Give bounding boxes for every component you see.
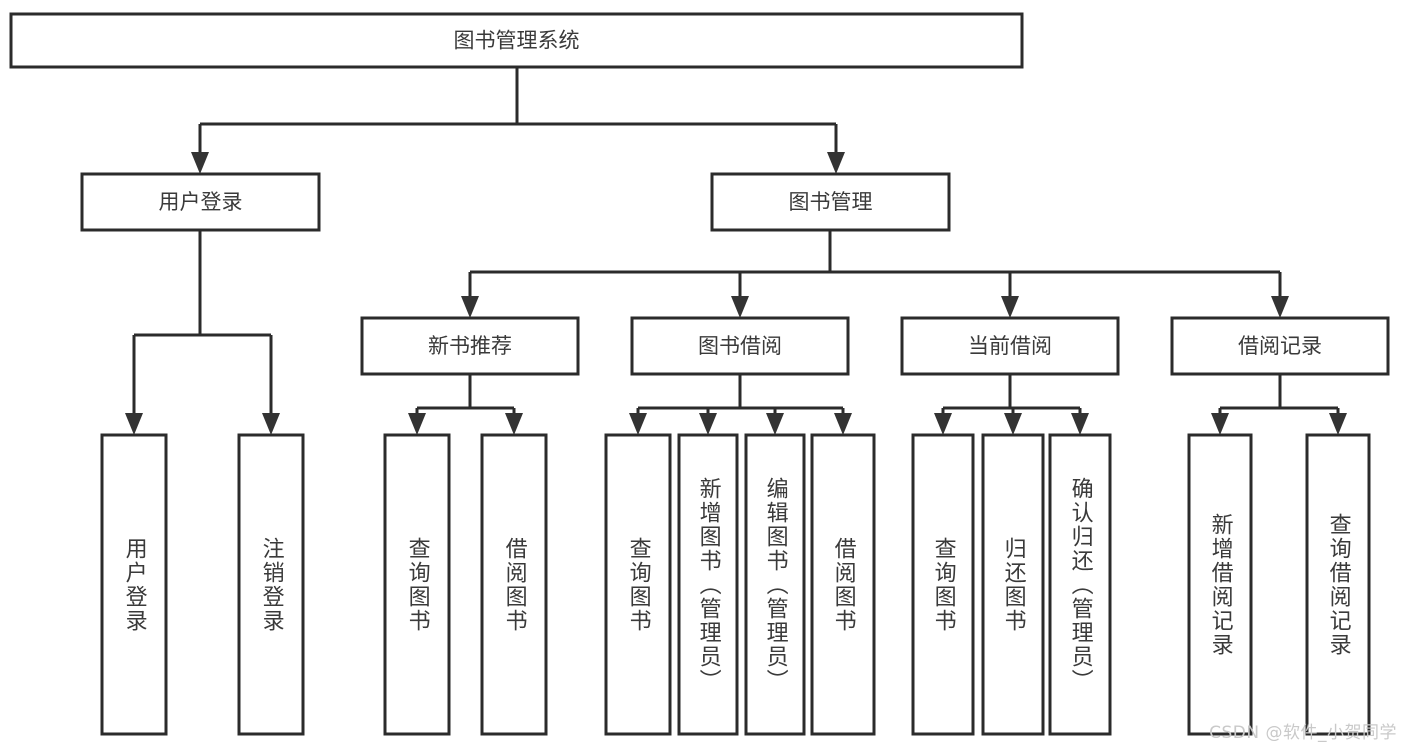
connector-line bbox=[636, 374, 843, 421]
level3-node-3-label: 借阅记录 bbox=[1238, 334, 1322, 358]
leaf-node-10-box[interactable] bbox=[1048, 433, 1112, 736]
arrow-head-icon bbox=[629, 413, 647, 435]
leaf-node-1-box[interactable] bbox=[237, 433, 305, 736]
arrow-head-icon bbox=[934, 413, 952, 435]
arrow-head-icon bbox=[1329, 413, 1347, 435]
level3-node-1-box[interactable] bbox=[630, 316, 850, 376]
level2-node-1-box[interactable] bbox=[710, 172, 951, 232]
level2-node-1-label: 图书管理 bbox=[789, 190, 873, 214]
level2-node-0-box[interactable] bbox=[80, 172, 321, 232]
arrow-head-icon bbox=[262, 413, 280, 435]
arrow-head-icon bbox=[125, 413, 143, 435]
root-node-label: 图书管理系统 bbox=[454, 29, 580, 53]
arrow-head-icon bbox=[408, 413, 426, 435]
arrow-head-icon bbox=[731, 296, 749, 318]
level3-node-2-label: 当前借阅 bbox=[968, 334, 1052, 358]
level3-node-0-label: 新书推荐 bbox=[428, 334, 512, 358]
arrow-head-icon bbox=[699, 413, 717, 435]
leaf-node-3-box[interactable] bbox=[480, 433, 548, 736]
level3-node-3-box[interactable] bbox=[1170, 316, 1390, 376]
arrow-head-icon bbox=[1004, 413, 1022, 435]
arrow-head-icon bbox=[766, 413, 784, 435]
connector-line bbox=[198, 67, 836, 160]
connector-line bbox=[415, 374, 514, 421]
leaf-node-7-box[interactable] bbox=[810, 433, 876, 736]
root-node-box[interactable] bbox=[9, 12, 1024, 69]
arrow-head-icon bbox=[1211, 413, 1229, 435]
leaf-node-9-box[interactable] bbox=[981, 433, 1045, 736]
level2-node-0-label: 用户登录 bbox=[159, 190, 243, 214]
leaf-node-6-box[interactable] bbox=[744, 433, 806, 736]
connector-line bbox=[468, 230, 1280, 304]
leaf-node-5-box[interactable] bbox=[677, 433, 739, 736]
arrow-head-icon bbox=[1001, 296, 1019, 318]
arrow-head-icon bbox=[1271, 296, 1289, 318]
level3-node-0-box[interactable] bbox=[360, 316, 580, 376]
leaf-node-2-box[interactable] bbox=[383, 433, 451, 736]
watermark: CSDN @软件_小贺同学 bbox=[1209, 723, 1397, 743]
level3-node-2-box[interactable] bbox=[900, 316, 1120, 376]
arrow-head-icon bbox=[827, 152, 845, 174]
arrow-head-icon bbox=[505, 413, 523, 435]
connector-line bbox=[132, 230, 271, 421]
arrow-head-icon bbox=[191, 152, 209, 174]
leaf-node-0-box[interactable] bbox=[100, 433, 168, 736]
connectors-layer bbox=[125, 67, 1347, 435]
boxes-layer bbox=[9, 12, 1390, 736]
connector-line bbox=[1218, 374, 1338, 421]
leaf-node-11-box[interactable] bbox=[1187, 433, 1253, 736]
leaf-node-12-box[interactable] bbox=[1305, 433, 1371, 736]
arrow-head-icon bbox=[834, 413, 852, 435]
leaf-node-8-box[interactable] bbox=[911, 433, 975, 736]
level3-node-1-label: 图书借阅 bbox=[698, 334, 782, 358]
leaf-node-4-box[interactable] bbox=[604, 433, 672, 736]
arrow-head-icon bbox=[1071, 413, 1089, 435]
arrow-head-icon bbox=[461, 296, 479, 318]
